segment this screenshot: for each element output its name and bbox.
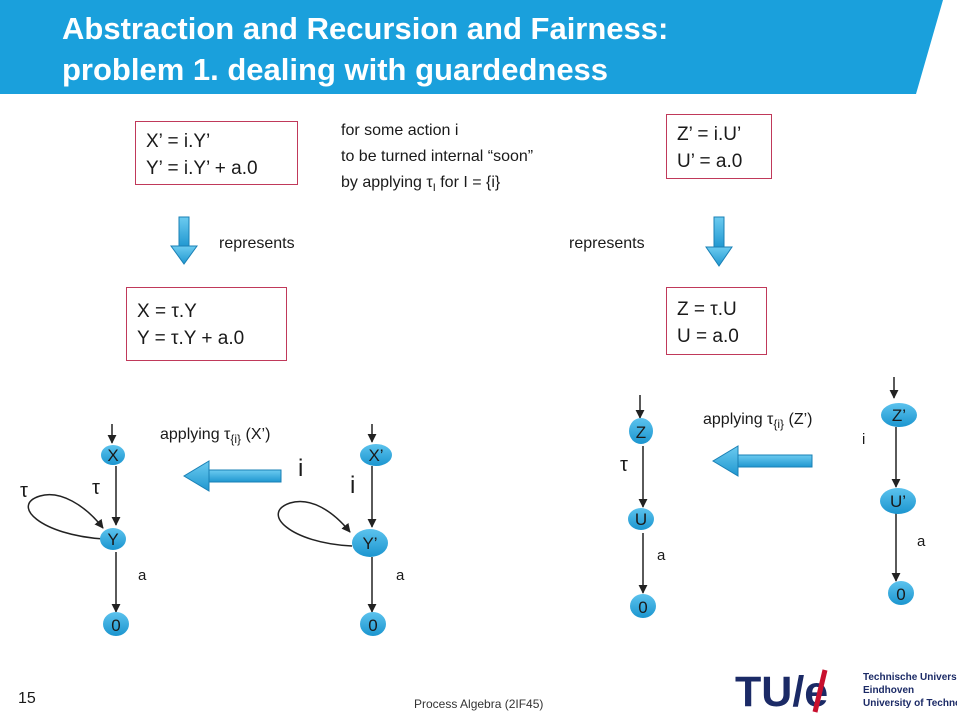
graph-z [628, 395, 656, 618]
page-number: 15 [18, 690, 36, 707]
note-line-3: by applying τI for I = {i} [341, 174, 501, 195]
equation-line: X’ = i.Y’ [146, 131, 211, 152]
note-line-2: to be turned internal “soon” [341, 148, 534, 165]
equation-box-top-right: Z’ = i.U’ U’ = a.0 [666, 114, 772, 179]
left-arrow-right-icon [712, 445, 813, 477]
slide-title: Abstraction and Recursion and Fairness: … [62, 8, 922, 90]
logo-line-1: Technische Universiteit [863, 672, 957, 683]
tue-logo: TU/e Technische Universiteit Eindhoven U… [735, 668, 957, 714]
edge-label-a: a [657, 547, 666, 564]
graph-x [27, 424, 129, 636]
down-arrow-right-icon [705, 216, 733, 267]
state-u-prime: U’ [890, 492, 906, 511]
state-y: Y [107, 530, 118, 549]
title-line-2: problem 1. dealing with guardedness [62, 52, 609, 87]
represents-label-left: represents [219, 235, 295, 252]
state-0: 0 [111, 616, 120, 635]
represents-label-right: represents [569, 235, 645, 252]
equation-line: Y = τ.Y + a.0 [137, 328, 245, 349]
logo-line-3: University of Technology [863, 698, 957, 709]
abstraction-note: for some action i to be turned internal … [341, 118, 533, 201]
edge-label-a: a [138, 567, 147, 584]
edge-label-a: a [917, 533, 926, 550]
edge-label-i: i [862, 431, 865, 448]
state-z-prime: Z’ [892, 406, 906, 425]
edge-label-tau: τ [620, 454, 628, 476]
graph-x-prime [277, 424, 392, 636]
note-line-1: for some action i [341, 122, 459, 139]
equation-box-bottom-left: X = τ.Y Y = τ.Y + a.0 [126, 287, 287, 361]
down-arrow-left-icon [170, 216, 198, 265]
course-name: Process Algebra (2IF45) [414, 697, 544, 711]
equation-line: U = a.0 [677, 326, 739, 347]
state-x-prime: X’ [368, 446, 383, 465]
loop-label-tau: τ [20, 480, 28, 502]
state-x: X [107, 446, 118, 465]
state-0: 0 [896, 585, 905, 604]
applying-label-left: applying τ{i} (X’) [160, 426, 271, 446]
equation-line: Z’ = i.U’ [677, 124, 742, 145]
state-z: Z [636, 423, 646, 442]
applying-label-right: applying τ{i} (Z’) [703, 411, 813, 431]
title-banner [0, 0, 943, 94]
state-y-prime: Y’ [362, 534, 377, 553]
left-arrow-left-icon [183, 460, 282, 492]
logo-line-2: Eindhoven [863, 685, 914, 696]
equation-line: Z = τ.U [677, 299, 737, 320]
state-0: 0 [368, 616, 377, 635]
equation-box-top-left: X’ = i.Y’ Y’ = i.Y’ + a.0 [135, 121, 298, 185]
edge-label-a: a [396, 567, 405, 584]
title-line-1: Abstraction and Recursion and Fairness: [62, 11, 669, 46]
equation-line: Y’ = i.Y’ + a.0 [146, 158, 258, 179]
equation-line: U’ = a.0 [677, 151, 743, 172]
edge-label-tau: τ [92, 477, 100, 499]
equation-box-bottom-right: Z = τ.U U = a.0 [666, 287, 767, 355]
logo-mark: TU/e [735, 668, 828, 714]
state-0: 0 [638, 598, 647, 617]
equation-line: X = τ.Y [137, 301, 197, 322]
state-u: U [635, 510, 647, 529]
edge-label-i: i [350, 472, 355, 499]
loop-label-i: i [298, 455, 303, 482]
graph-z-prime [880, 377, 917, 605]
